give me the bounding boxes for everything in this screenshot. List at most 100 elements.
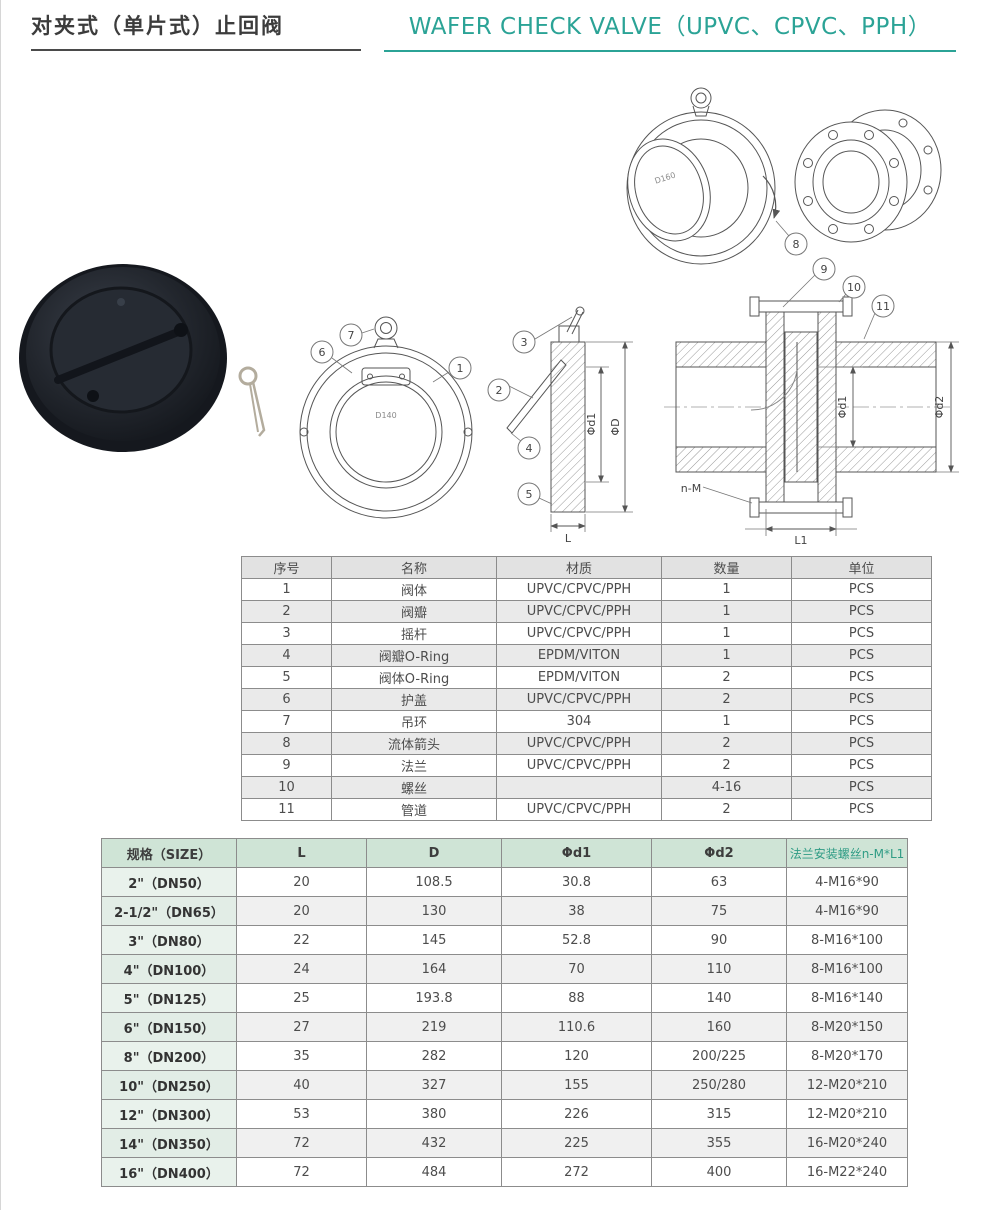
table-cell: 阀体 <box>331 578 497 601</box>
dim-phi-D-side: ΦD <box>609 418 622 435</box>
table-cell: 管道 <box>331 798 497 821</box>
table-cell: 8 <box>241 732 332 755</box>
table-cell: 140 <box>651 983 787 1013</box>
table-cell: 75 <box>651 896 787 926</box>
table-cell: PCS <box>791 732 932 755</box>
dim-phi-d1-install: Φd1 <box>836 396 849 419</box>
table-cell: 1 <box>661 600 792 623</box>
table-cell: 4"（DN100） <box>101 954 237 984</box>
svg-text:6: 6 <box>319 346 326 359</box>
balloon-3: 3 <box>512 330 536 354</box>
table-cell: 72 <box>236 1128 367 1158</box>
table-cell: 304 <box>496 710 662 733</box>
svg-text:11: 11 <box>876 300 890 313</box>
table-cell: UPVC/CPVC/PPH <box>496 578 662 601</box>
column-header: 数量 <box>661 556 792 579</box>
svg-text:2: 2 <box>496 384 503 397</box>
table-cell: EPDM/VITON <box>496 644 662 667</box>
dim-L1-install: L1 <box>794 534 807 547</box>
table-cell: UPVC/CPVC/PPH <box>496 688 662 711</box>
table-cell: 8-M20*150 <box>786 1012 908 1042</box>
table-cell: PCS <box>791 600 932 623</box>
table-cell: PCS <box>791 622 932 645</box>
svg-text:9: 9 <box>821 263 828 276</box>
flange-right <box>817 306 837 508</box>
table-cell: 63 <box>651 867 787 897</box>
table-cell: 4 <box>241 644 332 667</box>
table-cell: 3 <box>241 622 332 645</box>
table-cell: 164 <box>366 954 502 984</box>
balloon-2: 2 <box>487 378 511 402</box>
table-cell: 6 <box>241 688 332 711</box>
table-cell: UPVC/CPVC/PPH <box>496 798 662 821</box>
table-cell: 2 <box>661 798 792 821</box>
table-cell: 5 <box>241 666 332 689</box>
column-header: 单位 <box>791 556 932 579</box>
column-header: L <box>236 838 367 868</box>
table-cell: 12"（DN300） <box>101 1099 237 1129</box>
table-cell: 16"（DN400） <box>101 1157 237 1187</box>
table-cell <box>496 776 662 799</box>
page-title-english: WAFER CHECK VALVE（UPVC、CPVC、PPH） <box>384 7 956 52</box>
parts-table-header-row: 序号名称材质数量单位 <box>241 556 932 579</box>
table-cell: UPVC/CPVC/PPH <box>496 732 662 755</box>
table-cell: 155 <box>501 1070 652 1100</box>
balloon-11: 11 <box>871 294 895 318</box>
table-cell: 219 <box>366 1012 502 1042</box>
table-cell: 72 <box>236 1157 367 1187</box>
table-cell: 20 <box>236 867 367 897</box>
fluid-arrow-icon <box>762 175 781 219</box>
front-mark-label: D140 <box>375 411 396 420</box>
table-cell: PCS <box>791 666 932 689</box>
table-cell: 88 <box>501 983 652 1013</box>
column-header: 材质 <box>496 556 662 579</box>
table-cell: PCS <box>791 776 932 799</box>
table-cell: 484 <box>366 1157 502 1187</box>
table-cell: PCS <box>791 688 932 711</box>
table-cell: UPVC/CPVC/PPH <box>496 600 662 623</box>
table-cell: 20 <box>236 896 367 926</box>
table-cell: 4-M16*90 <box>786 867 908 897</box>
table-cell: 355 <box>651 1128 787 1158</box>
technical-drawings: D160 <box>19 87 959 547</box>
table-cell: 螺丝 <box>331 776 497 799</box>
table-cell: 315 <box>651 1099 787 1129</box>
table-cell: PCS <box>791 644 932 667</box>
table-cell: PCS <box>791 754 932 777</box>
table-cell: 1 <box>661 710 792 733</box>
balloon-9: 9 <box>812 257 836 281</box>
table-cell: 吊环 <box>331 710 497 733</box>
lifting-eye <box>374 316 398 340</box>
table-cell: 14"（DN350） <box>101 1128 237 1158</box>
table-cell: PCS <box>791 798 932 821</box>
table-cell: 25 <box>236 983 367 1013</box>
exploded-view-drawing: D160 <box>626 87 942 265</box>
table-cell: EPDM/VITON <box>496 666 662 689</box>
table-cell: 2 <box>661 688 792 711</box>
table-cell: 1 <box>661 622 792 645</box>
table-cell: 流体箭头 <box>331 732 497 755</box>
dim-phi-d2-install: Φd2 <box>933 396 946 419</box>
table-cell: 4-M16*90 <box>786 896 908 926</box>
table-cell: 2 <box>661 754 792 777</box>
table-cell: 250/280 <box>651 1070 787 1100</box>
table-cell: 1 <box>661 644 792 667</box>
balloon-5: 5 <box>517 482 541 506</box>
column-header: 法兰安装螺丝n-M*L1 <box>786 838 908 868</box>
table-cell: 24 <box>236 954 367 984</box>
